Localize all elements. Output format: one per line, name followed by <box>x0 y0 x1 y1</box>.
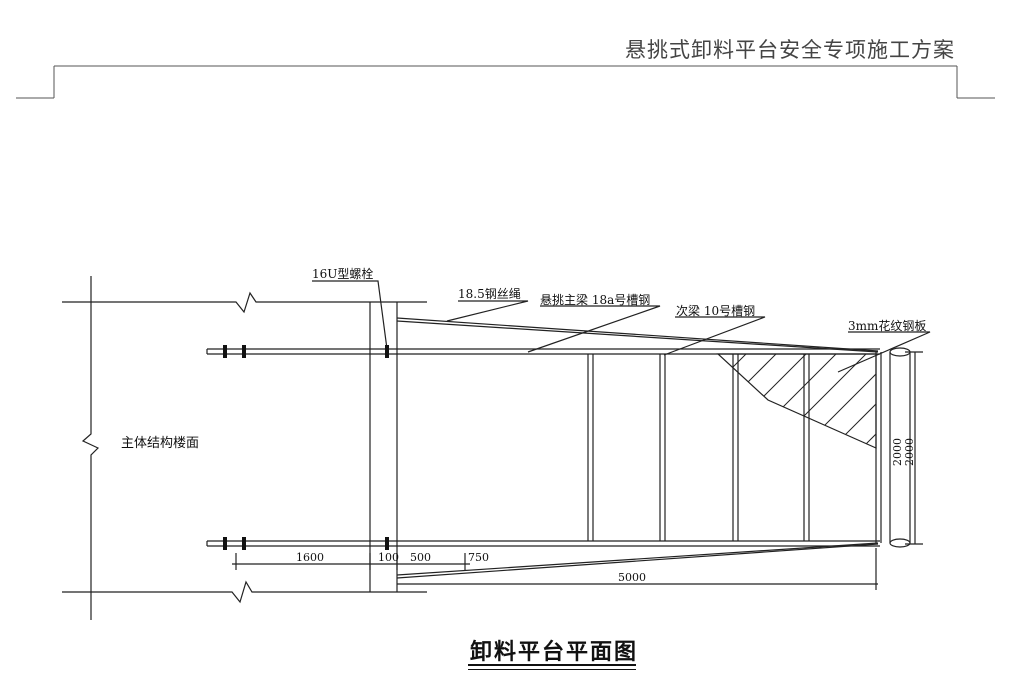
dim-1600: 1600 <box>296 551 324 564</box>
bolt-top-3 <box>385 345 389 358</box>
bolt-top-1 <box>223 345 227 358</box>
wire-rope-bottom <box>396 542 879 579</box>
dim-2000-a: 2000 <box>891 438 904 466</box>
label-bolt: 16U型螺栓 <box>312 266 373 281</box>
label-main-structure-floor: 主体结构楼面 <box>121 436 199 451</box>
front-rail <box>875 352 882 543</box>
dimension-line-bottom-row <box>232 553 470 570</box>
bolt-bottom-3 <box>385 537 389 550</box>
leader-rope <box>446 300 529 322</box>
dimension-line-2000 <box>905 351 923 545</box>
bolt-top-2 <box>242 345 246 358</box>
dim-500: 500 <box>410 551 431 564</box>
wire-rope-top <box>396 317 879 353</box>
bolt-bottom-1 <box>223 537 227 550</box>
dim-5000: 5000 <box>618 571 646 584</box>
label-wire-rope: 18.5钢丝绳 <box>458 287 521 301</box>
u-bolts <box>223 345 389 550</box>
drawing-caption: 卸料平台平面图 <box>470 639 639 665</box>
main-beam-top <box>206 348 880 355</box>
header-frame <box>16 65 995 99</box>
lifting-eye-bottom <box>889 538 911 548</box>
slab-top-line <box>62 291 427 314</box>
structure-edge-line <box>81 276 100 620</box>
leader-secondary-beam <box>663 316 766 356</box>
main-beam-bottom <box>206 540 880 547</box>
caption-underline-thin <box>468 669 636 670</box>
leader-plate <box>837 331 931 373</box>
label-main-beam: 悬挑主梁 18a号槽钢 <box>540 292 650 307</box>
leader-bolt <box>312 280 388 350</box>
dim-750: 750 <box>468 551 489 564</box>
slab-bottom-line <box>62 580 427 604</box>
dim-2000-b: 2000 <box>903 438 916 466</box>
dimension-line-5000 <box>397 548 878 590</box>
secondary-beams <box>587 354 810 541</box>
label-checkered-plate: 3mm花纹钢板 <box>848 318 926 333</box>
leader-main-beam <box>527 305 661 353</box>
label-secondary-beam: 次梁 10号槽钢 <box>676 303 755 318</box>
checkered-plate-area <box>716 353 877 449</box>
dim-100: 100 <box>378 551 399 564</box>
caption-underline-thick <box>468 664 636 666</box>
bolt-bottom-2 <box>242 537 246 550</box>
document-header-title: 悬挑式卸料平台安全专项施工方案 <box>625 38 955 62</box>
